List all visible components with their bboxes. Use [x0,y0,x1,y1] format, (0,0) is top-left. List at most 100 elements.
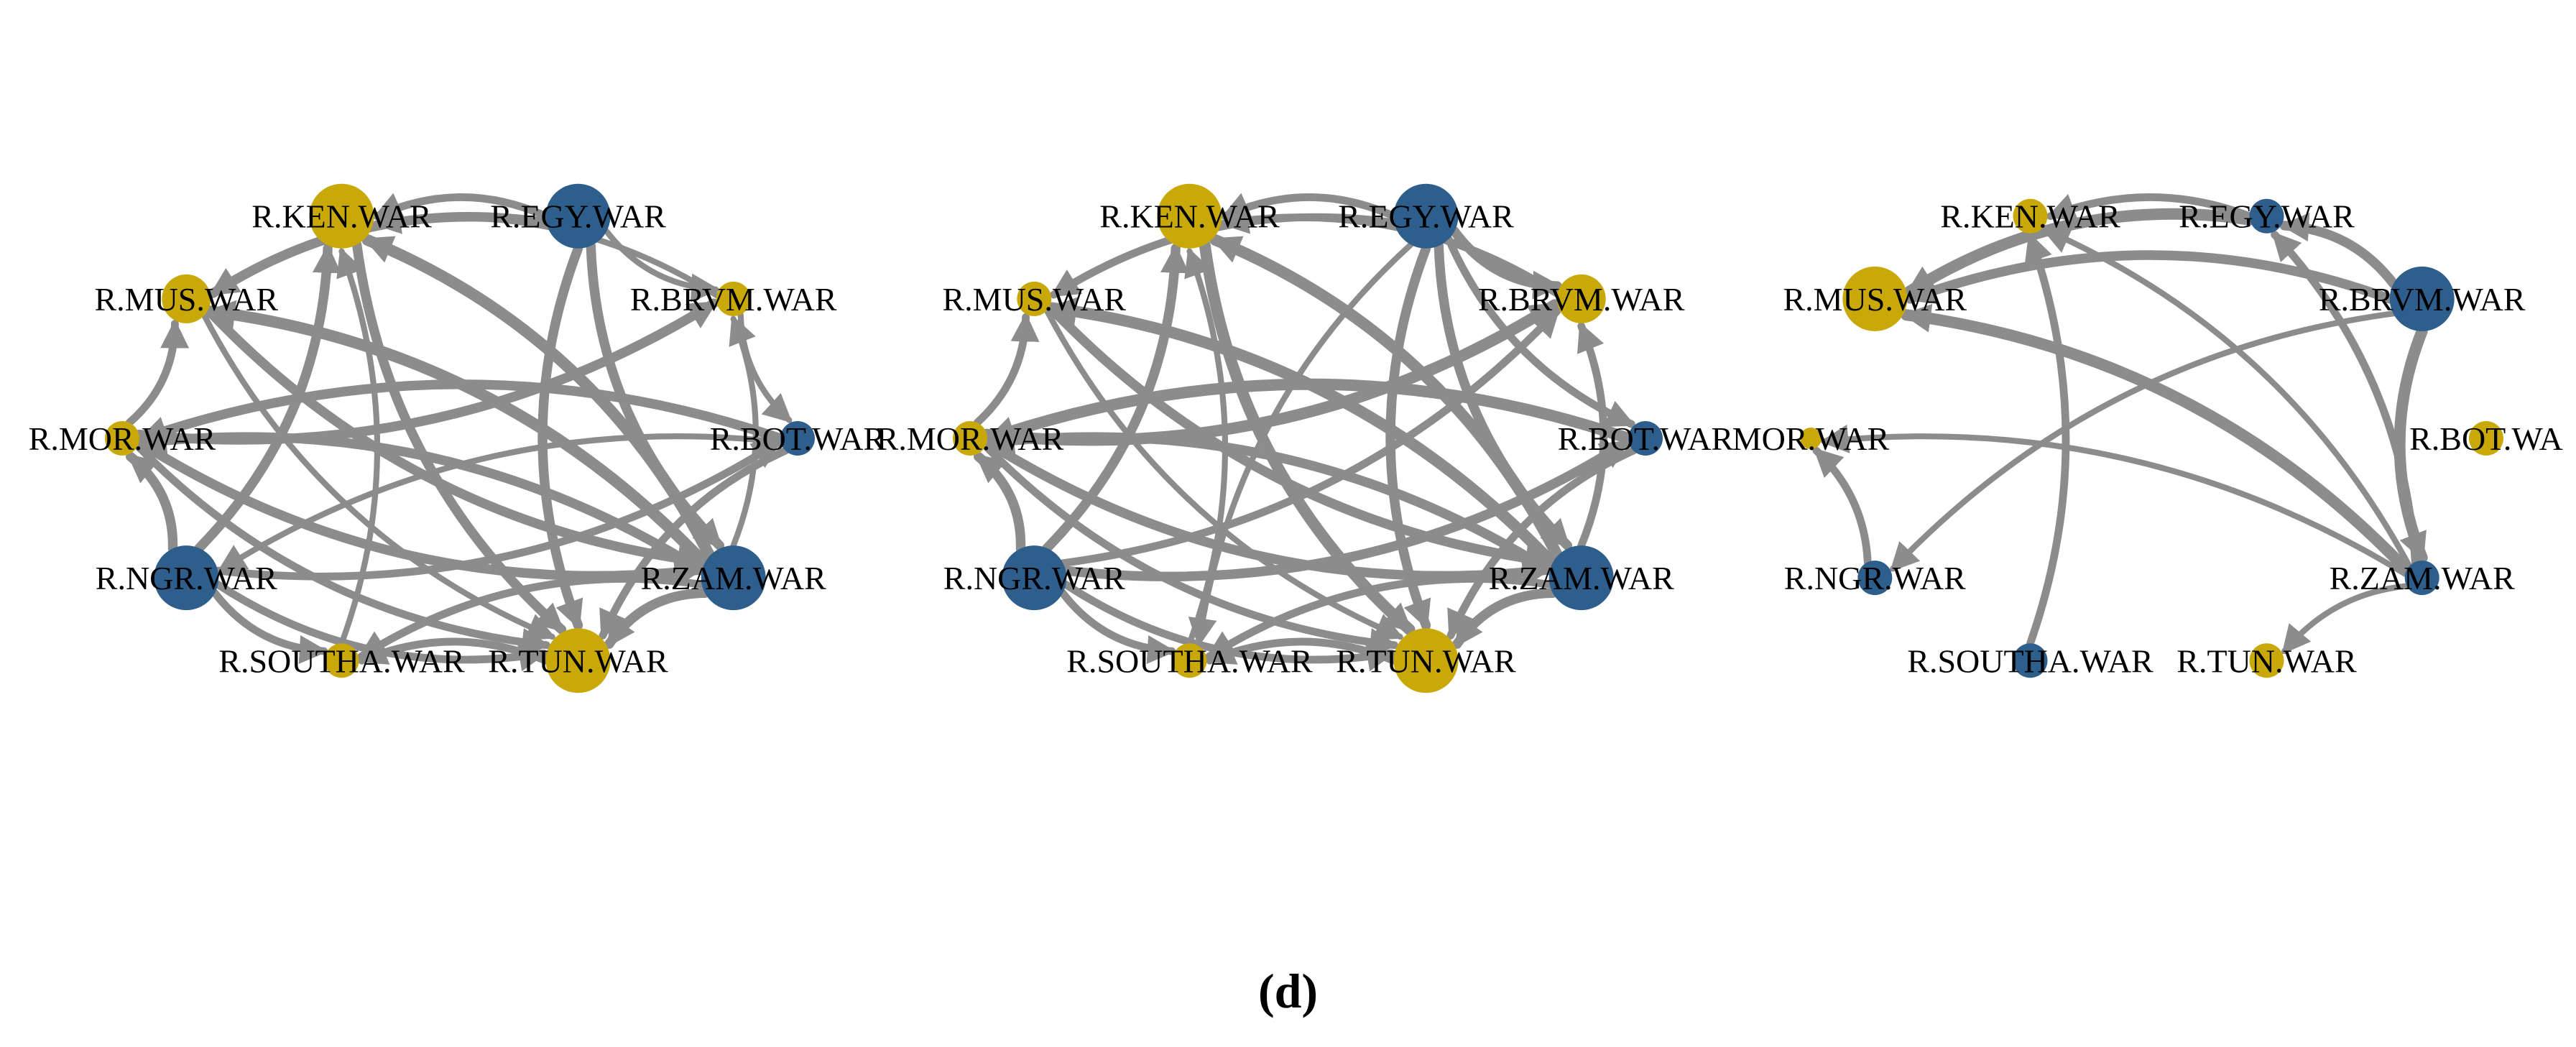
node-tun [2249,643,2284,678]
edge-zam-to-tun [2281,583,2410,655]
node-mor [105,421,139,456]
edge-bot-to-mor [137,379,785,445]
edge-zam-to-mus [1900,303,2413,576]
edge-zam-to-mor [1819,424,2409,577]
edge-ken-to-tun [351,239,567,635]
node-zam [1548,545,1614,611]
edge-brvm-to-egy [2279,213,2399,289]
edge-bot-to-mor [984,378,1634,445]
node-egy [1393,183,1459,249]
node-label: R.SOUTHA.WAR [1907,642,2153,679]
node-label: R.MOR.WAR [877,420,1064,457]
edge-zam-to-mus [1046,297,1559,569]
node-label: R.TUN.WAR [2176,642,2357,679]
figure-caption: (d) [1257,964,1319,1018]
node-southa [1172,643,1207,678]
node-egy [2249,198,2284,234]
node-mus [162,274,211,323]
edge-layer [973,193,1638,672]
edge-southa-to-ken [1184,247,1229,647]
node-mus [1842,266,1908,331]
edge-brvm-to-mus [1905,250,2395,305]
node-label: R.ZAM.WAR [1489,560,1674,596]
edge-layer [125,193,793,672]
node-label: R.BRVM.WAR [1478,281,1685,318]
node-label: R.KEN.WAR [1099,198,1280,235]
node-label: R.BRVM.WAR [2319,281,2526,318]
node-tun [545,628,611,693]
node-label: R.KEN.WAR [1940,198,2120,235]
edge-bot-to-ngr [216,433,784,573]
node-bot [780,421,815,456]
edge-ngr-to-bot [213,438,783,581]
node-brvm [716,281,751,316]
edge-egy-to-ken [2046,193,2253,221]
edge-mor-to-mus [973,313,1040,427]
node-label: R.NGR.WAR [1784,560,1966,596]
node-zam [2404,561,2439,596]
node-ken [2013,198,2048,234]
edge-mor-to-brvm [134,298,719,445]
node-label: R.TUN.WAR [488,642,668,679]
edge-mor-to-tun [134,442,551,657]
edge-mor-to-tun [982,442,1399,657]
edge-southa-to-ken [2024,232,2070,647]
node-brvm [1556,274,1606,323]
edge-mor-to-mus [125,319,190,427]
node-label: R.MUS.WAR [94,281,278,318]
node-zam [701,545,766,611]
edge-tun-to-southa [1205,637,1398,665]
node-label: R.MOR.WAR [29,420,216,457]
network-panel-right: R.KEN.WAR R.EGY.WAR R.BRVM.WAR R.BOT.WA R.ZA… [1732,193,2563,679]
edge-ngr-to-mor [126,451,178,553]
node-label: R.BOT.WA [2409,420,2563,457]
node-egy [545,183,611,249]
edge-mor-to-brvm [981,299,1561,446]
edge-layer [1812,193,2428,655]
edge-ngr-to-ken [1042,244,1189,553]
node-ken [1157,183,1222,249]
node-label: R.BRVM.WAR [630,281,837,318]
edge-ken-to-tun [1199,239,1416,635]
node-label: R.ZAM.WAR [641,560,826,596]
node-tun [1393,628,1459,693]
network-panel-left: R.KEN.WAR R.EGY.WAR R.BRVM.WAR R.BOT.WAR R.Z… [29,183,886,693]
edge-mus-to-tun [1043,308,1405,641]
node-label: R.SOUTHA.WAR [218,642,465,679]
edge-brvm-to-ngr [1890,310,2396,572]
node-mor [953,421,987,456]
edge-ngr-to-southa [211,589,328,664]
edge-ngr-to-bot [1061,438,1631,581]
edge-mor-to-zam [134,437,704,587]
node-bot [2469,421,2503,456]
node-label: R.MUS.WAR [1783,281,1967,318]
node-ngr [1857,561,1893,596]
edge-ngr-to-brvm [1058,307,1561,568]
node-brvm [2389,266,2455,331]
node-label: R.KEN.WAR [251,198,432,235]
node-label: MOR.WAR [1732,420,1890,457]
edge-bot-to-tun [599,446,790,640]
node-ngr [154,545,219,611]
edge-zam-to-ken [2041,226,2413,569]
edge-ngr-to-southa [1058,589,1176,664]
node-label: R.ZAM.WAR [2330,560,2515,596]
node-label: R.BOT.WAR [1558,420,1734,457]
edge-ngr-to-mor [1812,446,1872,566]
node-label: R.EGY.WAR [2179,198,2355,235]
node-label: R.TUN.WAR [1336,642,1516,679]
node-bot [1628,421,1663,456]
node-label: R.EGY.WAR [490,198,666,235]
node-southa [324,643,359,678]
node-ken [309,183,374,249]
edge-ngr-to-ken [194,244,341,553]
edge-southa-to-ken [336,247,381,647]
node-southa [2013,643,2048,678]
node-label: R.BOT.WAR [710,420,886,457]
edge-tun-to-southa [357,637,550,665]
node-mus [1017,281,1052,316]
edge-ngr-to-mor [974,451,1026,553]
edge-mus-to-tun [201,312,557,641]
